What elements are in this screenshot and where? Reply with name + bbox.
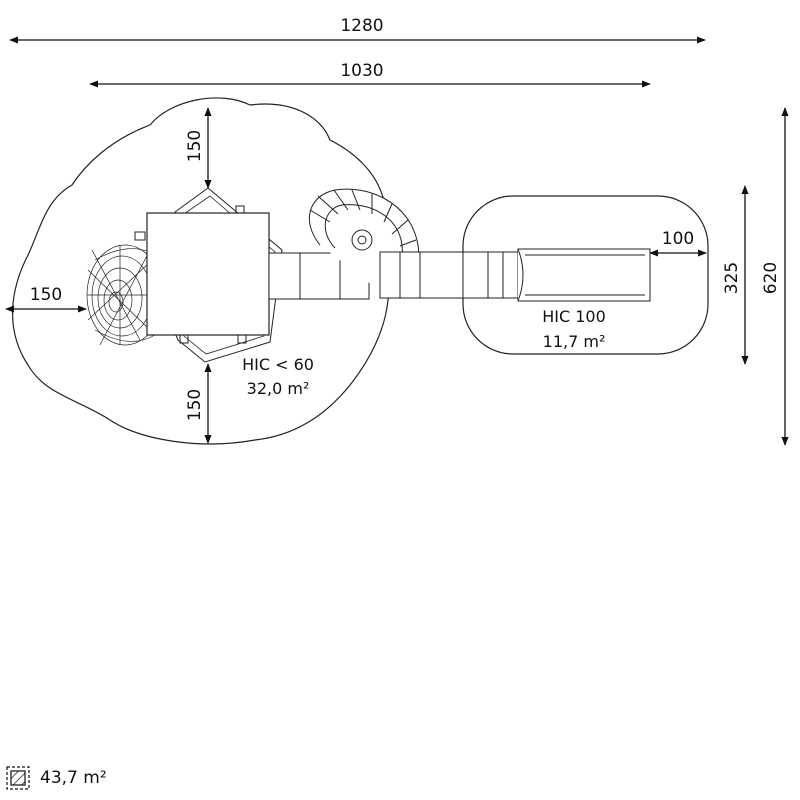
margin-slide-end-label: 100 bbox=[662, 229, 694, 249]
margin-top-label: 150 bbox=[185, 130, 205, 162]
overall-length-label: 1280 bbox=[340, 16, 383, 36]
slide-zone-width-label: 325 bbox=[722, 262, 742, 294]
main-safety-zone bbox=[12, 97, 391, 445]
overall-width-label: 620 bbox=[761, 262, 781, 294]
main-zone-hic-label: HIC < 60 bbox=[242, 355, 314, 374]
main-zone-area-label: 32,0 m² bbox=[247, 379, 310, 398]
slide-zone-area-label: 11,7 m² bbox=[543, 332, 606, 351]
area-legend: 43,7 m² bbox=[6, 764, 107, 792]
tower-roof bbox=[146, 212, 270, 336]
slide-tube bbox=[462, 248, 651, 302]
margin-bottom-label: 150 bbox=[185, 389, 205, 421]
margin-left-label: 150 bbox=[30, 285, 62, 305]
hatched-square-icon bbox=[6, 766, 30, 790]
structure-length-label: 1030 bbox=[340, 61, 383, 81]
climbing-net bbox=[86, 244, 164, 346]
total-area-value: 43,7 m² bbox=[40, 768, 107, 788]
slide-zone-hic-label: HIC 100 bbox=[542, 307, 606, 326]
